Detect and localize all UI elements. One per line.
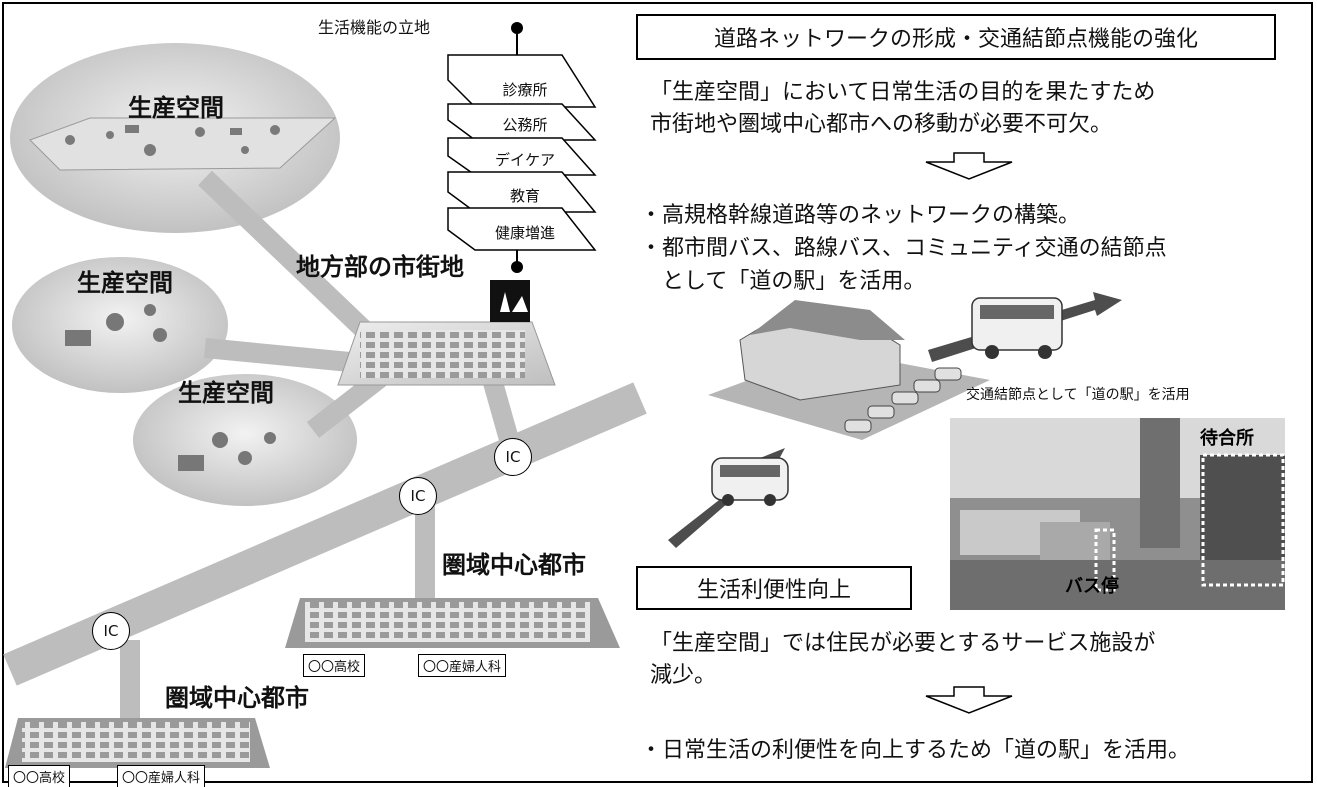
facility-location-label: 生活機能の立地 — [318, 18, 431, 37]
facility-top-dot — [511, 22, 523, 34]
production-area-label-1: 生産空間 — [128, 94, 224, 122]
down-arrow-2 — [925, 686, 1013, 714]
facility-label-health: 健康増進 — [494, 224, 555, 242]
community-bus-icon — [711, 457, 789, 506]
production-area-label-2: 生産空間 — [77, 269, 173, 297]
road-network-heading-box: 道路ネットワークの形成・交通結節点機能の強化 — [636, 14, 1276, 60]
facility-label-daycare: デイケア — [494, 151, 555, 169]
school-tag-1: 〇〇高校 — [303, 654, 366, 677]
facility-label-clinic: 診療所 — [502, 81, 548, 99]
intercity-bus-icon — [971, 297, 1063, 359]
facility-label-education: 教育 — [509, 187, 540, 205]
convenience-bullet-1: ・日常生活の利便性を向上するため「道の駅」を活用。 — [640, 738, 1191, 763]
road-network-bullet-1: ・高規格幹線道路等のネットワークの構築。 — [640, 203, 1081, 228]
regional-city-label-2: 圏域中心都市 — [165, 684, 309, 712]
clinic-tag-2: 〇〇産婦人科 — [117, 765, 206, 787]
interchange-marker-1: IC — [494, 438, 532, 476]
production-area-label-3: 生産空間 — [178, 379, 274, 407]
regional-city-buildings-2 — [22, 722, 250, 762]
clinic-tag-1: 〇〇産婦人科 — [418, 654, 507, 677]
facility-bottom-dot — [511, 261, 523, 273]
production-plate-2-scatter — [65, 304, 167, 346]
road-network-bullet-2-line2: として「道の駅」を活用。 — [640, 269, 926, 294]
road-network-para-line1: 「生産空間」において日常生活の目的を果たすため — [650, 80, 1156, 105]
waiting-room-label: 待合所 — [1200, 428, 1254, 449]
interchange-marker-2: IC — [399, 477, 437, 515]
regional-city-buildings-1 — [305, 602, 590, 642]
town-buildings — [360, 330, 525, 378]
school-tag-2: 〇〇高校 — [8, 765, 71, 787]
bus-terminal-photo — [950, 418, 1285, 610]
interchange-marker-3: IC — [92, 612, 130, 650]
convenience-para-line1: 「生産空間」では住民が必要とするサービス施設が — [650, 631, 1156, 656]
road-network-para-line2: 市街地や圏域中心都市への移動が必要不可欠。 — [650, 112, 1113, 137]
convenience-heading-box: 生活利便性向上 — [636, 566, 912, 610]
michi-no-eki-icon — [490, 280, 530, 322]
production-plate-1 — [29, 117, 337, 171]
facility-label-office: 公務所 — [502, 116, 548, 134]
facility-boxes — [447, 54, 597, 251]
convenience-para-line2: 減少。 — [650, 663, 717, 688]
road-network-bullet-2-line1: ・都市間バス、路線バス、コミュニティ交通の結節点 — [640, 236, 1167, 261]
parked-cars — [844, 367, 962, 433]
transit-hub-caption: 交通結節点として「道の駅」を活用 — [966, 387, 1190, 403]
production-plate-1-scatter — [65, 125, 280, 156]
regional-city-label-1: 圏域中心都市 — [442, 551, 586, 579]
bus-stop-label: バス停 — [1065, 576, 1119, 597]
production-area-ellipse-3 — [133, 374, 357, 506]
rural-town-label: 地方部の市街地 — [296, 253, 464, 281]
down-arrow-1 — [925, 152, 1013, 180]
production-plate-3-scatter — [178, 432, 276, 471]
